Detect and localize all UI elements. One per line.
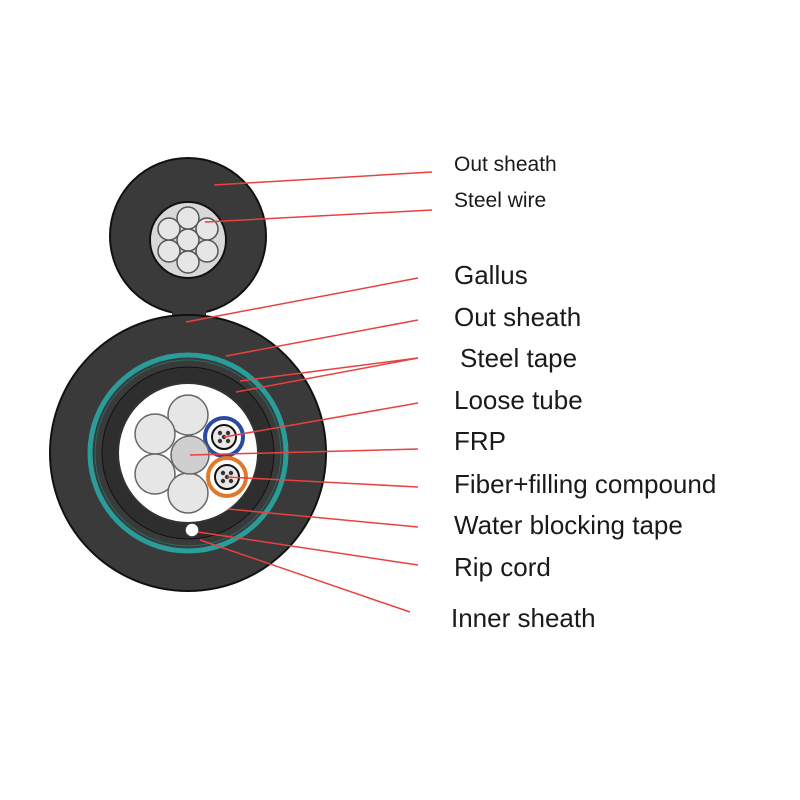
label-out-sheath-messenger: Out sheath <box>454 153 557 176</box>
fiber <box>228 478 234 484</box>
fibers <box>220 470 234 484</box>
filler-rod <box>167 394 209 436</box>
label-rip-cord: Rip cord <box>454 552 551 582</box>
label-steel-tape: Steel tape <box>460 343 578 373</box>
steel-wire-strands <box>157 206 219 274</box>
label-loose-tube: Loose tube <box>454 385 583 415</box>
filler-rod <box>167 472 209 514</box>
leader-line-frp <box>189 448 419 456</box>
label-water-blocking-tape: Water blocking tape <box>454 510 683 540</box>
fiber <box>228 470 234 476</box>
label-fiber-filling-compound: Fiber+filling compound <box>454 469 717 499</box>
filler-rod <box>134 413 176 455</box>
rip-cord <box>184 522 200 538</box>
steel-wire-strand <box>195 239 219 263</box>
label-out-sheath: Out sheath <box>454 302 582 332</box>
steel-wire-strand <box>157 217 181 241</box>
leader-line-rip-cord <box>197 531 419 566</box>
leader-line-loose-tube <box>223 402 419 438</box>
leader-line-gallus <box>185 277 419 323</box>
label-inner-sheath: Inner sheath <box>451 603 596 633</box>
steel-wire-strand <box>176 250 200 274</box>
label-steel-wire: Steel wire <box>454 189 547 212</box>
steel-wire-strand <box>157 239 181 263</box>
leader-line-inner-sheath <box>199 539 411 613</box>
fiber <box>225 430 231 436</box>
main-cable <box>49 314 327 592</box>
messenger-assembly <box>109 157 267 340</box>
leader-line-out-sheath-main <box>225 319 419 357</box>
steel-wire-strand <box>176 206 200 230</box>
fiber <box>225 438 231 444</box>
label-frp: FRP <box>454 426 506 456</box>
leader-line-steel-tape-a <box>239 357 419 382</box>
leader-line-water-blocking <box>227 508 419 528</box>
fiber <box>217 438 223 444</box>
leader-line-steel-wire <box>204 209 433 223</box>
fiber <box>220 470 226 476</box>
steel-wire-strand <box>176 228 200 252</box>
leader-lines <box>185 171 433 613</box>
filler-rod <box>134 453 176 495</box>
fiber <box>217 430 223 436</box>
label-gallus: Gallus <box>454 260 528 290</box>
leader-line-steel-tape-b <box>235 357 419 393</box>
leader-line-fiber-filling <box>226 476 419 488</box>
leader-line-out-sheath-top <box>213 171 433 186</box>
fiber <box>220 478 226 484</box>
filler-rods <box>134 394 209 514</box>
